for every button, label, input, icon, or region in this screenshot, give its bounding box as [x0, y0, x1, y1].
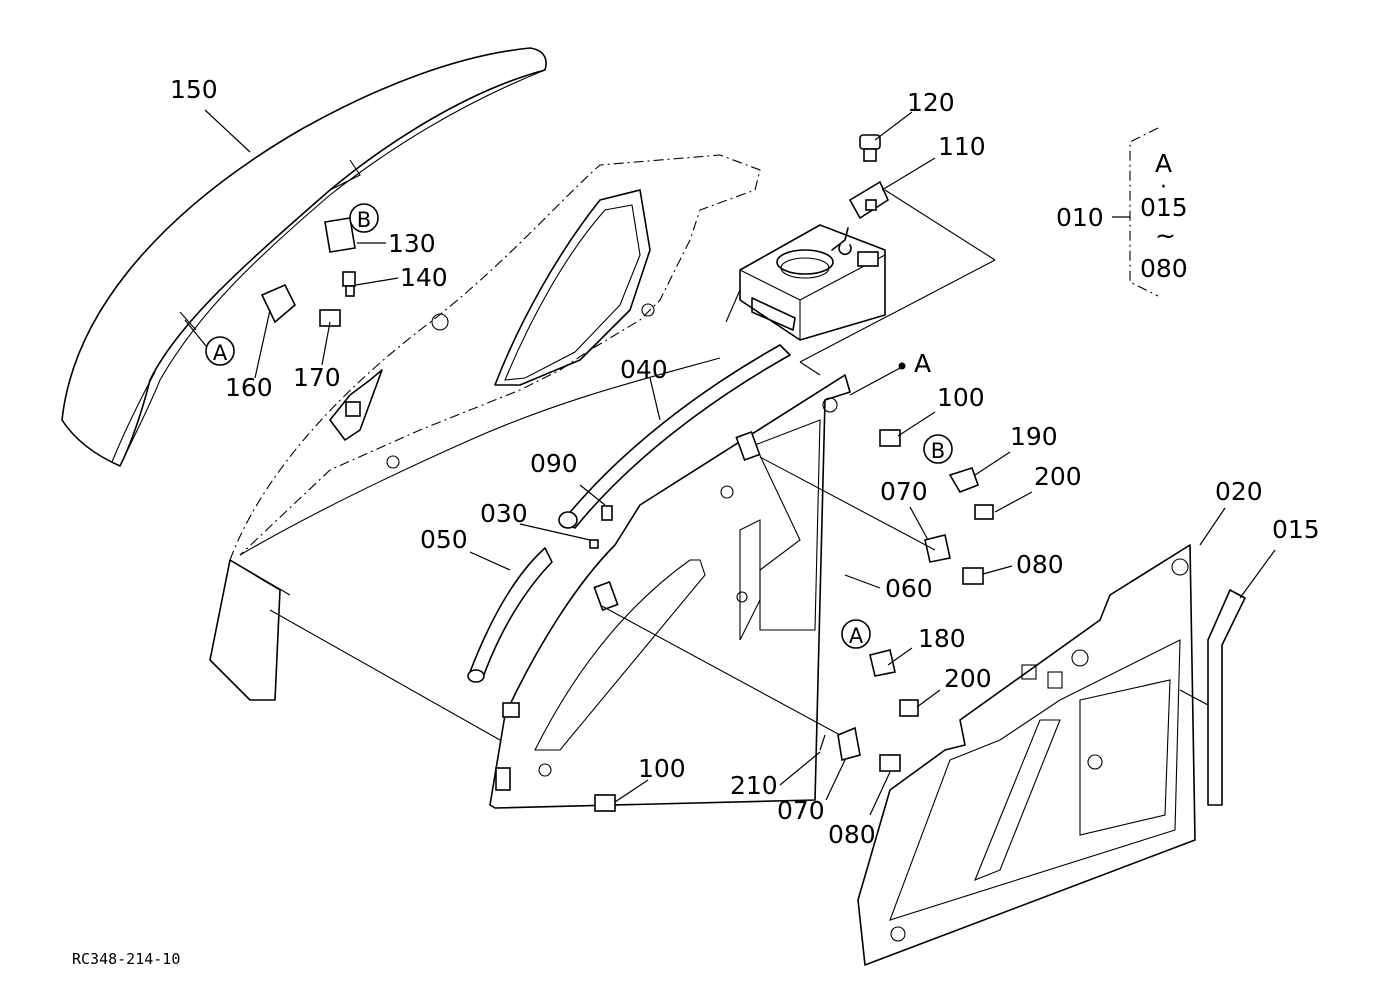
- bolts: [589, 429, 994, 812]
- svg-text:015: 015: [1140, 193, 1188, 222]
- panel-020: [857, 544, 1196, 966]
- callout-190: 190: [1010, 422, 1058, 451]
- callout-100-top: 100: [937, 383, 985, 412]
- callout-090: 090: [530, 449, 578, 478]
- svg-text:A: A: [914, 349, 931, 378]
- callout-070-bottom: 070: [777, 796, 825, 825]
- callout-200-bottom: 200: [944, 664, 992, 693]
- callout-150: 150: [170, 75, 218, 104]
- bracket-160: [260, 283, 341, 327]
- callout-170: 170: [293, 363, 341, 392]
- callout-050: 050: [420, 525, 468, 554]
- callout-130: 130: [388, 229, 436, 258]
- callout-210: 210: [730, 771, 778, 800]
- svg-text:080: 080: [1140, 254, 1188, 283]
- side-panel: [489, 374, 851, 809]
- svg-text:~: ~: [1155, 221, 1176, 250]
- leader-lines: [204, 109, 1276, 816]
- plate-110: [848, 180, 890, 220]
- callout-160: 160: [225, 373, 273, 402]
- callout-060: 060: [885, 574, 933, 603]
- strip-015: [1207, 589, 1246, 806]
- svg-text:010: 010: [1056, 203, 1104, 232]
- svg-text:A: A: [213, 341, 228, 365]
- callout-080-bottom: 080: [828, 820, 876, 849]
- callout-015: 015: [1272, 515, 1320, 544]
- point-a: A: [898, 349, 931, 378]
- marker-a-left: A: [184, 319, 235, 366]
- svg-text:A: A: [849, 624, 864, 648]
- svg-text:A: A: [1155, 149, 1172, 178]
- bracket-130: [324, 217, 356, 297]
- set-bracket: 010 A · 015 ~ 080: [1056, 127, 1188, 297]
- callout-200-top: 200: [1034, 462, 1082, 491]
- marker-b-right: B: [923, 434, 953, 464]
- drawing-code: RC348-214-10: [72, 950, 180, 968]
- svg-text:B: B: [931, 439, 945, 463]
- marker-b-top: B: [349, 203, 379, 233]
- callout-labels: 150 130 140 160 170 120 110 040 100 190 …: [170, 75, 1320, 849]
- callout-070-top: 070: [880, 477, 928, 506]
- knob-120: [859, 134, 881, 162]
- roof-panel-150: [61, 47, 547, 467]
- strip-040: [558, 344, 791, 529]
- callout-020: 020: [1215, 477, 1263, 506]
- seal-050: [467, 547, 553, 683]
- marker-a-right: A: [841, 619, 871, 649]
- cab-housing: [209, 154, 761, 701]
- callout-040: 040: [620, 355, 668, 384]
- callout-180: 180: [918, 624, 966, 653]
- callout-100-bottom: 100: [638, 754, 686, 783]
- svg-text:·: ·: [1160, 175, 1167, 200]
- callout-030: 030: [480, 499, 528, 528]
- svg-text:B: B: [357, 208, 371, 232]
- callout-140: 140: [400, 263, 448, 292]
- callout-080-top: 080: [1016, 550, 1064, 579]
- console-box: [725, 189, 996, 376]
- callout-120: 120: [907, 88, 955, 117]
- callout-110: 110: [938, 132, 986, 161]
